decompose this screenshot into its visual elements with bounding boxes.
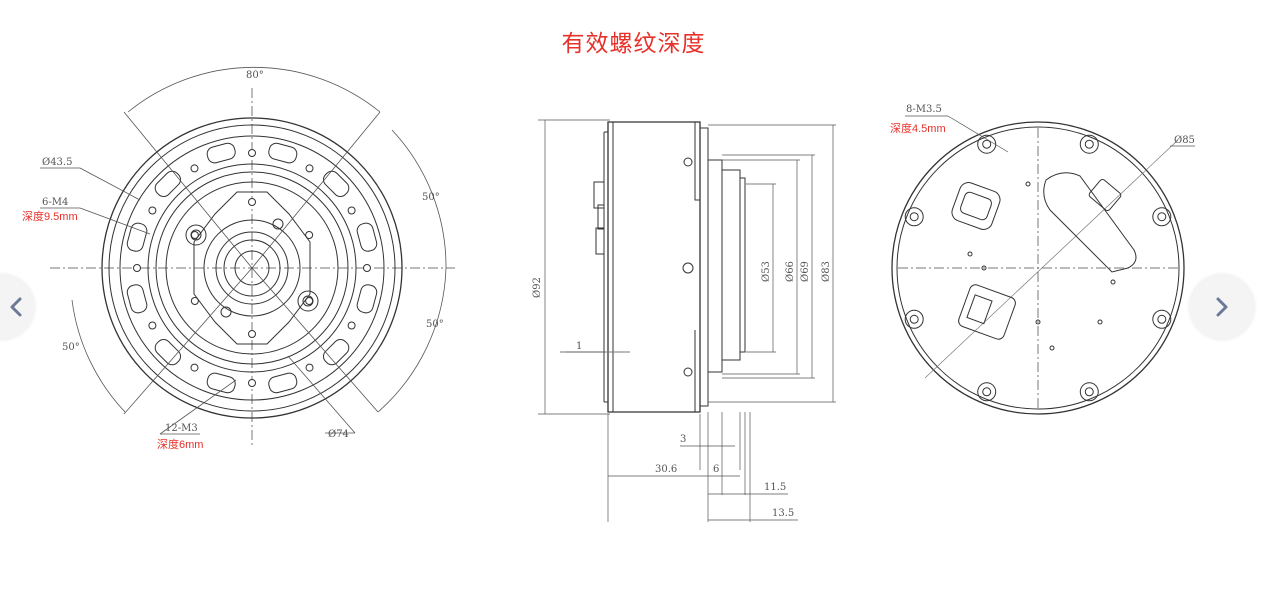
- dia-74-label: Ø74: [328, 429, 349, 440]
- dia-92-label: Ø92: [532, 277, 543, 298]
- depth-6-label: 深度6mm: [157, 437, 203, 451]
- dia-83-label: Ø83: [821, 261, 832, 282]
- mount-boss: [904, 309, 924, 329]
- slot-shape: [356, 222, 378, 252]
- dim-13-5-label: 13.5: [772, 508, 794, 519]
- slot-shape: [268, 372, 298, 394]
- mount-hole: [1157, 212, 1167, 222]
- chevron-left-icon: [10, 297, 22, 317]
- m4-hole: [190, 297, 199, 305]
- bolt-hole: [133, 264, 141, 272]
- m4-hole: [248, 330, 256, 338]
- page-title: 有效螺纹深度: [561, 30, 706, 56]
- mount-boss: [977, 382, 997, 402]
- bolt-hole: [148, 321, 157, 330]
- dim-6-label: 6: [713, 464, 719, 475]
- mount-hole: [909, 212, 919, 222]
- dim-3-label: 3: [680, 434, 686, 445]
- slot-shape: [154, 170, 182, 198]
- slot-shape: [206, 372, 236, 394]
- depth-9-5-label: 深度9.5mm: [22, 209, 78, 223]
- mount-boss: [1079, 134, 1099, 154]
- thread-12-m3-label: 12-M3: [165, 423, 198, 434]
- mount-boss: [904, 207, 924, 227]
- bolt-hole: [248, 379, 256, 387]
- mount-boss: [1152, 207, 1172, 227]
- dia-66-label: Ø66: [785, 261, 796, 282]
- dim-1-label: 1: [576, 341, 582, 352]
- dia-43-5-label: Ø43.5: [42, 157, 72, 168]
- bolt-hole: [347, 206, 356, 215]
- mount-hole: [982, 387, 992, 397]
- mount-boss: [1079, 382, 1099, 402]
- m4-hole: [248, 198, 256, 206]
- dia-53-label: Ø53: [761, 261, 772, 282]
- bolt-hole: [148, 206, 157, 215]
- angle-left-lower-label: 50°: [62, 342, 80, 353]
- next-button[interactable]: [1190, 275, 1254, 339]
- bolt-hole: [347, 321, 356, 330]
- mount-hole: [1084, 387, 1094, 397]
- mount-hole: [1157, 314, 1167, 324]
- dim-30-6-label: 30.6: [655, 464, 677, 475]
- front-view-drawing: 80° 50° 50° 50° Ø43.5 6-M4 深度9.5mm 12-M3…: [22, 66, 455, 451]
- bolt-hole: [248, 149, 256, 157]
- slot-shape: [126, 284, 148, 314]
- mount-hole: [909, 314, 919, 324]
- slot-shape: [126, 222, 148, 252]
- rear-view-drawing: 8-M3.5 深度4.5mm Ø85: [890, 104, 1195, 415]
- bolt-hole: [363, 264, 371, 272]
- slot-shape: [206, 142, 236, 164]
- thread-8-m3-5-label: 8-M3.5: [906, 104, 942, 115]
- chevron-right-icon: [1216, 297, 1228, 317]
- m4-hole: [305, 231, 314, 239]
- angle-right-upper-label: 50°: [422, 192, 440, 203]
- dia-85-label: Ø85: [1174, 135, 1195, 146]
- side-view-drawing: Ø92 Ø53 Ø66 Ø69 Ø83 1 3 30.6 6 11.5 13.5: [532, 119, 836, 522]
- bolt-hole: [190, 363, 199, 372]
- dim-11-5-label: 11.5: [764, 482, 786, 493]
- thread-6-m4-label: 6-M4: [42, 197, 68, 208]
- depth-4-5-label: 深度4.5mm: [890, 121, 946, 135]
- slot-shape: [268, 142, 298, 164]
- angle-top-label: 80°: [246, 70, 264, 81]
- slot-shape: [322, 170, 350, 198]
- slot-shape: [154, 338, 182, 366]
- slot-shape: [322, 338, 350, 366]
- bolt-hole: [305, 164, 314, 173]
- slot-shape: [356, 284, 378, 314]
- mount-hole: [1084, 139, 1094, 149]
- dia-69-label: Ø69: [800, 261, 811, 282]
- bolt-hole: [305, 363, 314, 372]
- mount-boss: [977, 134, 997, 154]
- angle-right-lower-label: 50°: [426, 319, 444, 330]
- bolt-hole: [190, 164, 199, 173]
- mount-boss: [1152, 309, 1172, 329]
- mount-hole: [982, 139, 992, 149]
